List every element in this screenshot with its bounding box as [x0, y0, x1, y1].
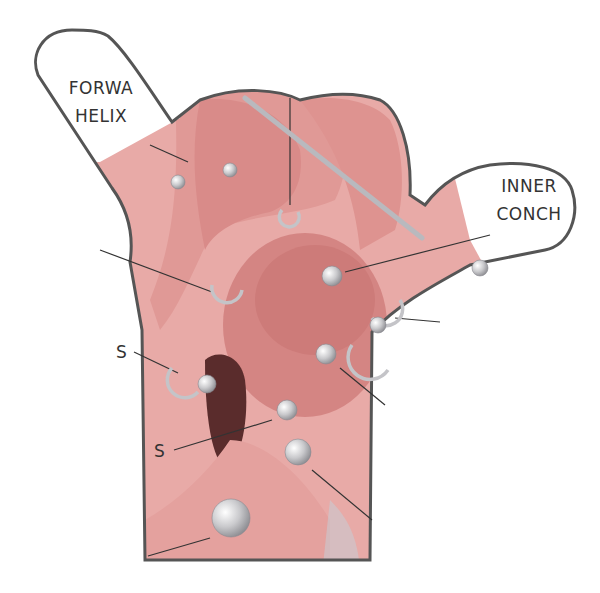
piercing-name: INNER CONCH [486, 172, 572, 228]
label-bubble: FORWA HELIX [58, 74, 144, 130]
leader-lines [100, 98, 490, 556]
industrial-bar [245, 98, 422, 238]
piercing-name: S [116, 342, 127, 362]
piercing-name: S [154, 441, 165, 461]
piercing-name: FORWA HELIX [58, 74, 144, 130]
label-bubble: INNER CONCH [486, 172, 572, 228]
hand-outline [36, 30, 575, 560]
stud-jewellery [171, 163, 488, 537]
ring-jewellery [167, 210, 402, 398]
